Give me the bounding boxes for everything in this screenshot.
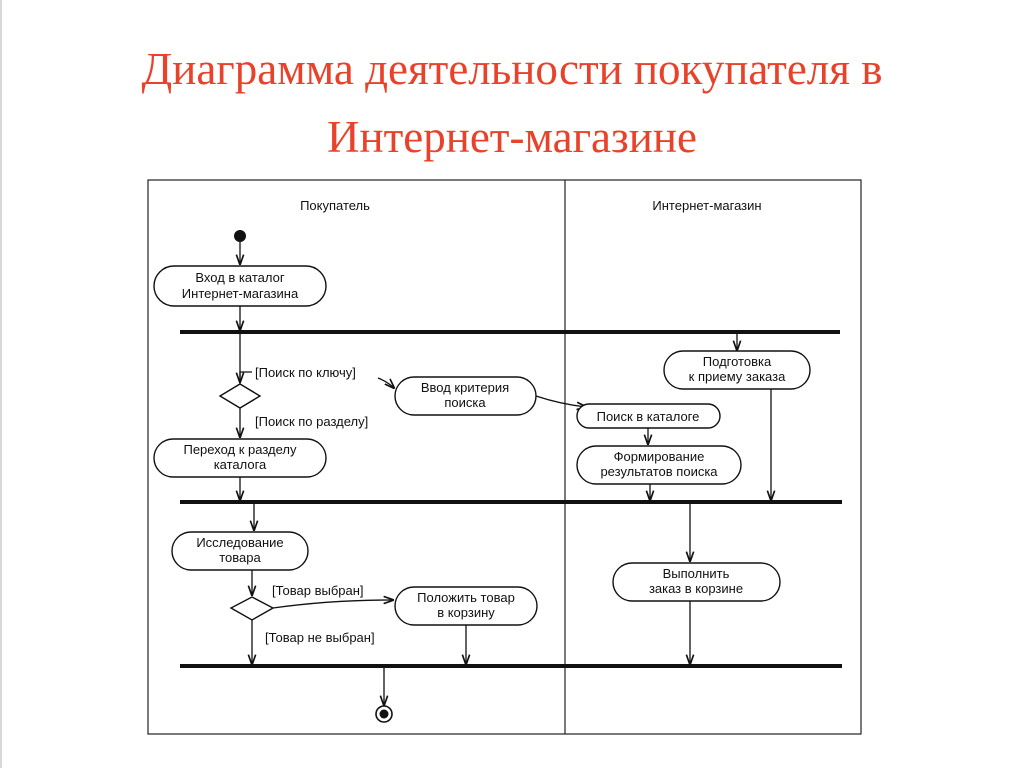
activity-study-item-line2: товара	[219, 550, 261, 565]
activity-prepare-order	[663, 350, 811, 390]
activity-add-to-cart-line1: Положить товар	[417, 590, 515, 605]
slide-left-border	[0, 0, 2, 768]
activity-study-item-line1: Исследование	[196, 535, 283, 550]
guard-search-by-section: [Поиск по разделу]	[255, 414, 368, 429]
title-line-2: Интернет-магазине	[327, 111, 697, 162]
activity-section-nav-line1: Переход к разделу	[183, 442, 297, 457]
activity-study-item	[171, 531, 309, 571]
activity-catalog-search-label: Поиск в каталоге	[597, 409, 700, 424]
activity-fulfill-order-line1: Выполнить	[663, 566, 730, 581]
flow-decision-1-up	[239, 371, 252, 384]
decision-search-type	[218, 383, 262, 409]
activity-prepare-order-line2: к приему заказа	[689, 369, 786, 384]
activity-enter-catalog-line1: Вход в каталог	[195, 270, 284, 285]
lane-label-shop: Интернет-магазин	[652, 198, 761, 213]
diagram-frame	[147, 179, 862, 735]
activity-add-to-cart-line2: в корзину	[437, 605, 495, 620]
flow-decision-2-to-cart	[272, 600, 393, 609]
title-line-1: Диаграмма деятельности покупателя в	[141, 44, 883, 94]
guard-search-by-key: [Поиск по ключу]	[255, 365, 356, 380]
slide-title: Диаграмма деятельности покупателя в Инте…	[0, 36, 1024, 171]
guard-item-not-chosen: [Товар не выбран]	[265, 630, 375, 645]
initial-node	[234, 230, 246, 242]
flow-criteria-to-catalog-search	[535, 395, 586, 407]
activity-form-results	[576, 445, 742, 485]
activity-form-results-line2: результатов поиска	[600, 464, 718, 479]
guard-item-chosen: [Товар выбран]	[272, 583, 364, 598]
activity-enter-catalog-line2: Интернет-магазина	[182, 286, 299, 301]
activity-section-nav-line2: каталога	[214, 457, 267, 472]
final-node-dot	[379, 709, 389, 719]
activity-fulfill-order	[612, 562, 781, 602]
activity-fulfill-order-line2: заказ в корзине	[649, 581, 743, 596]
activity-enter-criteria-line1: Ввод критерия	[421, 380, 509, 395]
activity-prepare-order-line1: Подготовка	[703, 354, 772, 369]
activity-form-results-line1: Формирование	[614, 449, 705, 464]
decision-item-chosen	[229, 596, 275, 621]
lane-label-buyer: Покупатель	[300, 198, 370, 213]
flow-to-enter-criteria	[377, 377, 394, 388]
activity-enter-criteria-line2: поиска	[444, 395, 486, 410]
